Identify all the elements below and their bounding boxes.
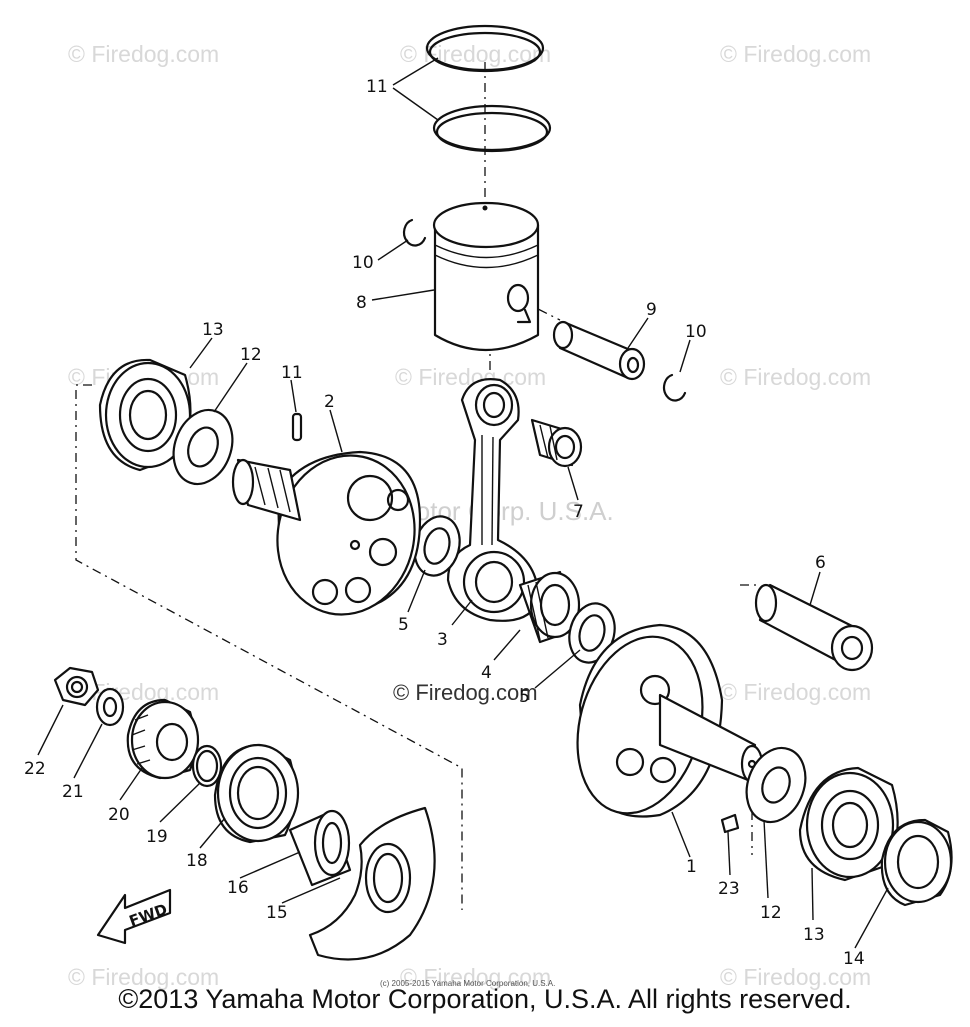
- callout-11-rings: 11: [366, 77, 388, 97]
- callout-15: 15: [266, 903, 288, 923]
- callout-13-left: 13: [202, 320, 224, 340]
- callout-23: 23: [718, 879, 740, 899]
- watermark-site: © Firedog.com: [720, 364, 871, 390]
- watermark-site-dark: © Firedog.com: [393, 680, 538, 705]
- callout-12-right: 12: [760, 903, 782, 923]
- callout-5-left: 5: [398, 615, 409, 635]
- leader-lines: [37, 57, 889, 949]
- callout-2: 2: [324, 392, 335, 412]
- callout-21: 21: [62, 782, 84, 802]
- callout-16: 16: [227, 878, 249, 898]
- fwd-arrow-icon: FWD: [96, 888, 172, 945]
- left-crank-wheel: [231, 450, 422, 616]
- connecting-rod: [446, 378, 540, 622]
- collar: [288, 809, 352, 887]
- callout-14: 14: [843, 949, 865, 969]
- callout-4: 4: [481, 663, 492, 683]
- callout-9: 9: [646, 300, 657, 320]
- nut: [53, 666, 100, 707]
- watermark-site: © Firedog.com: [720, 41, 871, 67]
- callout-1: 1: [686, 857, 697, 877]
- callout-3: 3: [437, 630, 448, 650]
- watermark-fine-print: (c) 2005-2015 Yamaha Motor Corporation, …: [380, 979, 555, 988]
- piston-pin: [552, 320, 646, 381]
- watermark-site: © Firedog.com: [720, 679, 871, 705]
- crank-pin: [754, 583, 874, 672]
- watermark-layer: © Firedog.com © Firedog.com © Firedog.co…: [68, 41, 871, 990]
- callout-10-right: 10: [685, 322, 707, 342]
- flywheel-cover-plate: [308, 806, 436, 961]
- callout-20: 20: [108, 805, 130, 825]
- callout-12-left: 12: [240, 345, 262, 365]
- piston-rings: [425, 24, 552, 153]
- watermark-site: © Firedog.com: [68, 964, 219, 990]
- right-bearing: [798, 766, 899, 882]
- oil-seal: [880, 818, 953, 907]
- callout-8: 8: [356, 293, 367, 313]
- left-bearing: [98, 358, 192, 472]
- woodruff-key-right: [720, 813, 740, 834]
- spacer-ring: [191, 744, 223, 788]
- callout-11-key: 11: [281, 363, 303, 383]
- drive-bearing: [213, 743, 300, 844]
- callout-18: 18: [186, 851, 208, 871]
- copyright-notice: ©2013 Yamaha Motor Corporation, U.S.A. A…: [118, 984, 852, 1014]
- woodruff-key-left: [291, 412, 303, 442]
- left-shim-washer: [172, 408, 234, 486]
- callout-13-right: 13: [803, 925, 825, 945]
- callout-7: 7: [573, 502, 584, 522]
- watermark-site: © Firedog.com: [400, 964, 551, 990]
- lock-washer: [95, 687, 125, 727]
- callout-numbers: 11 10 8 9 10 13 12 11 2 7 6 5 3 4 5 22 2…: [24, 77, 865, 969]
- callout-5-right: 5: [519, 687, 530, 707]
- callout-22: 22: [24, 759, 46, 779]
- callout-6: 6: [815, 553, 826, 573]
- big-end-bearing: [518, 570, 581, 644]
- primary-drive-gear: [126, 698, 200, 780]
- watermark-site: © Firedog.com: [720, 964, 871, 990]
- small-end-bearing: [530, 418, 583, 468]
- piston: [432, 201, 540, 351]
- callout-19: 19: [146, 827, 168, 847]
- watermark-site: © Firedog.com: [68, 41, 219, 67]
- right-shim-washer: [745, 746, 807, 824]
- callout-10-left: 10: [352, 253, 374, 273]
